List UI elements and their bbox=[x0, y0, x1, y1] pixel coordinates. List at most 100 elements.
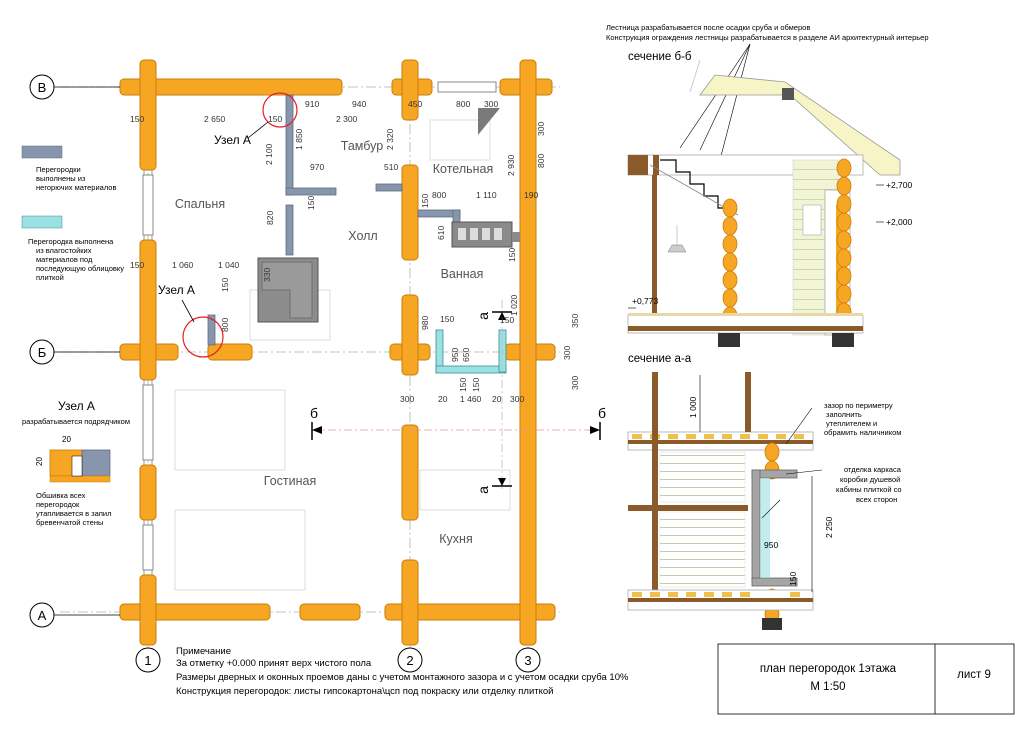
legend-text: выполнены из bbox=[36, 174, 86, 183]
dim-2250: 2 250 bbox=[824, 516, 834, 538]
dim-610: 610 bbox=[436, 226, 446, 240]
axis-label-row-3: А bbox=[38, 608, 47, 623]
dim-2100: 2 100 bbox=[264, 143, 274, 165]
notes-line-2: Размеры дверных и оконных проемов даны с… bbox=[176, 672, 629, 683]
dim-950: 950 bbox=[450, 348, 460, 362]
dim-510: 510 bbox=[384, 162, 398, 172]
legend-swatch-partition bbox=[21, 145, 63, 159]
section-note: коробки душевой bbox=[840, 475, 900, 484]
dim-800: 800 bbox=[456, 99, 470, 109]
node-a-detail: Узел А разрабатывается подрядчиком 20 20… bbox=[22, 399, 130, 527]
dim-800: 800 bbox=[220, 318, 230, 332]
dim-150: 150 bbox=[471, 378, 481, 392]
room-bedroom: Спальня bbox=[175, 197, 225, 211]
boiler-equipment bbox=[451, 108, 520, 248]
legend-text: из влагостойких bbox=[36, 246, 92, 255]
legend-text: плиткой bbox=[36, 273, 64, 282]
node-markers bbox=[182, 92, 298, 358]
legend: Перегородки выполнены из негорючих матер… bbox=[21, 145, 124, 282]
section-note: утеплителем и bbox=[826, 419, 877, 428]
dim-300: 300 bbox=[570, 376, 580, 390]
dim-1850: 1 850 bbox=[294, 128, 304, 150]
section-note: заполнить bbox=[826, 410, 862, 419]
notes: Примечание За отметку +0.000 принят верх… bbox=[176, 646, 629, 697]
dim-800: 800 bbox=[536, 154, 546, 168]
dim-650: 650 bbox=[461, 348, 471, 362]
legend-text: Перегородка выполнена bbox=[28, 237, 114, 246]
dim-2300: 2 300 bbox=[336, 114, 358, 124]
section-note: зазор по периметру bbox=[824, 401, 893, 410]
section-bb-title: сечение б-б bbox=[628, 51, 692, 63]
level-2000: +2,000 bbox=[886, 217, 913, 227]
sheet-scale: М 1:50 bbox=[810, 681, 845, 693]
level-0773: +0,773 bbox=[632, 296, 659, 306]
sheet-number: лист 9 bbox=[957, 669, 991, 681]
dim-20: 20 bbox=[492, 394, 502, 404]
dim-150: 150 bbox=[306, 196, 316, 210]
dim-300: 300 bbox=[484, 99, 498, 109]
dim-300: 300 bbox=[536, 122, 546, 136]
sheet-title: план перегородок 1этажа bbox=[760, 663, 897, 675]
axis-label-row-2: Б bbox=[38, 345, 47, 360]
legend-text: негорючих материалов bbox=[36, 183, 116, 192]
dim-190: 190 bbox=[524, 190, 538, 200]
section-bb: сечение б-б bbox=[627, 51, 913, 347]
node-note-line: утапливается в запил bbox=[36, 509, 111, 518]
dim-910: 910 bbox=[305, 99, 319, 109]
dim-800: 800 bbox=[432, 190, 446, 200]
dim-150: 150 bbox=[458, 378, 468, 392]
notes-line-1: За отметку +0.000 принят верх чистого по… bbox=[176, 658, 372, 669]
partitions bbox=[207, 94, 461, 346]
axis-label-col-1: 1 bbox=[144, 653, 151, 668]
node-note-line: Обшивка всех bbox=[36, 491, 86, 500]
dim-1460: 1 460 bbox=[460, 394, 482, 404]
dim-150: 150 bbox=[788, 572, 798, 586]
section-aa: сечение а-а bbox=[627, 353, 902, 630]
chimney bbox=[257, 257, 319, 323]
section-mark-a-bottom: а bbox=[475, 486, 491, 494]
dim-350: 350 bbox=[570, 314, 580, 328]
dim-2930: 2 930 bbox=[506, 154, 516, 176]
dim-300: 300 bbox=[400, 394, 414, 404]
header-note-2: Конструкция ограждения лестницы разрабат… bbox=[606, 33, 929, 42]
log-walls bbox=[119, 59, 556, 646]
node-a-label-left: Узел А bbox=[158, 283, 195, 297]
section-note: кабины плиткой со bbox=[836, 485, 902, 494]
dim-820: 820 bbox=[265, 211, 275, 225]
dim-2650: 2 650 bbox=[204, 114, 226, 124]
section-note: отделка каркаса bbox=[844, 465, 902, 474]
notes-line-3: Конструкция перегородок: листы гипсокарт… bbox=[176, 686, 553, 697]
legend-text: Перегородки bbox=[36, 165, 81, 174]
dim-150: 150 bbox=[500, 315, 514, 325]
section-note: всех сторон bbox=[856, 495, 897, 504]
section-lines bbox=[311, 300, 601, 490]
room-vestibule: Тамбур bbox=[341, 139, 383, 153]
level-2700: +2,700 bbox=[886, 180, 913, 190]
dim-980: 980 bbox=[420, 316, 430, 330]
legend-text: материалов под bbox=[36, 255, 93, 264]
dim-150: 150 bbox=[507, 248, 517, 262]
axis-label-col-2: 2 bbox=[406, 653, 413, 668]
node-note-title: Узел А bbox=[58, 399, 95, 413]
axis-grid bbox=[60, 70, 560, 655]
node-note-line: бревенчатой стены bbox=[36, 518, 103, 527]
dim-20: 20 bbox=[35, 457, 44, 466]
node-note-line: перегородок bbox=[36, 500, 80, 509]
legend-text: последующую облицовку bbox=[36, 264, 124, 273]
dim-20: 20 bbox=[62, 435, 71, 444]
dim-970: 970 bbox=[310, 162, 324, 172]
room-hall: Холл bbox=[348, 229, 377, 243]
room-kitchen: Кухня bbox=[439, 532, 472, 546]
section-aa-title: сечение а-а bbox=[628, 353, 692, 365]
notes-title: Примечание bbox=[176, 646, 231, 657]
dim-330: 330 bbox=[262, 268, 272, 282]
section-mark-a-top: а bbox=[475, 312, 491, 320]
dim-150: 150 bbox=[268, 114, 282, 124]
dim-2320: 2 320 bbox=[385, 128, 395, 150]
dim-1110: 1 110 bbox=[476, 190, 497, 200]
axis-label-col-3: 3 bbox=[524, 653, 531, 668]
room-living: Гостиная bbox=[264, 474, 316, 488]
legend-swatch-wet bbox=[21, 215, 63, 229]
